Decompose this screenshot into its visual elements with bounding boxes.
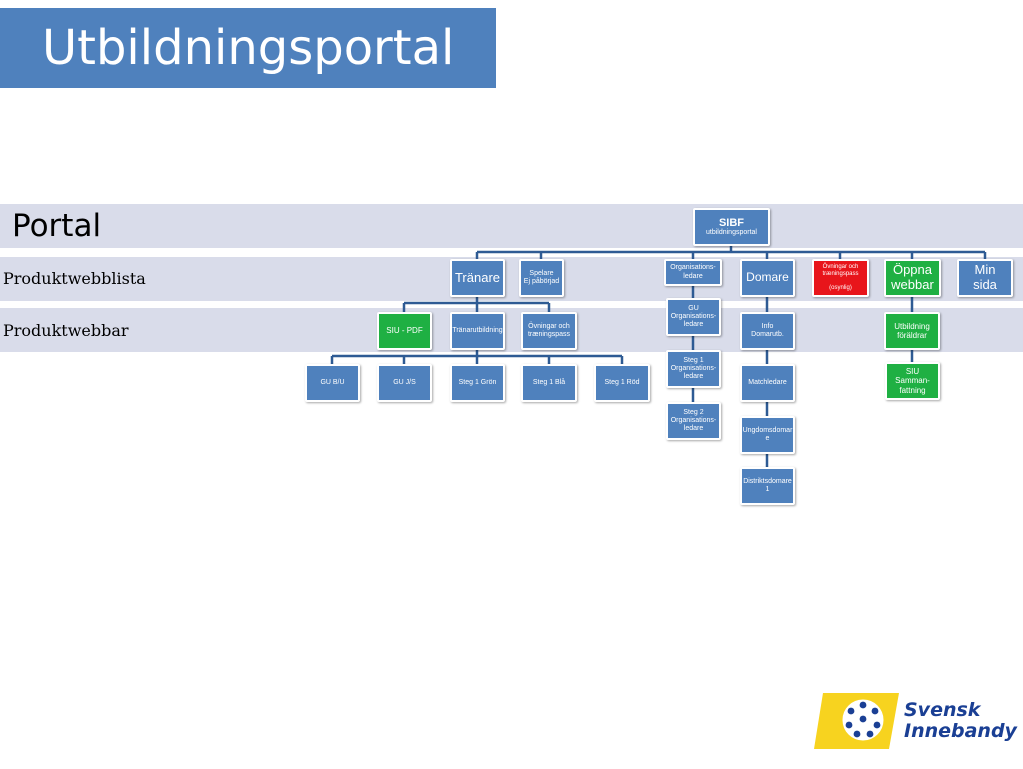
node-distriktsdomare: Distriktsdomare 1 [740, 467, 795, 505]
node-tranarutbildning: Tränarutbildning [450, 312, 505, 350]
band-label-produktwebbar: Produktwebbar [3, 321, 129, 340]
node-organisationsledare: Organisations- ledare [664, 259, 722, 286]
node-spelare: Spelare Ej påbörjad [519, 259, 564, 297]
node-steg1-gron: Steg 1 Grön [450, 364, 505, 402]
node-sibf-subtitle: utbildningsportal [706, 229, 757, 237]
node-steg1-rod: Steg 1 Röd [594, 364, 650, 402]
svensk-innebandy-logo-icon [814, 693, 899, 749]
node-gu-bu: GU B/U [305, 364, 360, 402]
node-gu-js: GU J/S [377, 364, 432, 402]
node-ungdomsdomare: Ungdomsdomar e [740, 416, 795, 454]
node-ovningar-osynlig: Övningar och træningspass (osynlig) [812, 259, 869, 297]
node-oppna-webbar: Öppna webbar [884, 259, 941, 297]
logo-line-svensk: Svensk [904, 699, 981, 721]
logo-text: Svensk Innebandy [904, 700, 1017, 742]
node-sibf: SIBF utbildningsportal [693, 208, 770, 246]
node-tranare: Tränare [450, 259, 505, 297]
node-gu-organisationsledare: GU Organisations- ledare [666, 298, 721, 336]
node-info-domarutb: Info Domarutb. [740, 312, 795, 350]
node-utbildning-foraldrar: Utbildning föräldrar [884, 312, 940, 350]
node-siu-pdf: SIU - PDF [377, 312, 432, 350]
node-siu-sammanfattning: SIU Samman- fattning [885, 362, 940, 400]
node-steg1-bla: Steg 1 Blå [521, 364, 577, 402]
page-title: Utbildningsportal [0, 8, 496, 88]
node-ovningar-traningspass: Övningar och træningspass [521, 312, 577, 350]
node-steg2-organisationsledare: Steg 2 Organisations- ledare [666, 402, 721, 440]
node-sibf-title: SIBF [718, 216, 745, 229]
band-produktwebbar [0, 308, 1023, 352]
logo-line-innebandy: Innebandy [904, 720, 1017, 742]
band-label-portal: Portal [12, 208, 102, 244]
node-min-sida: Min sida [957, 259, 1013, 297]
node-domare: Domare [740, 259, 795, 297]
band-label-produktwebblista: Produktwebblista [3, 269, 146, 288]
node-matchledare: Matchledare [740, 364, 795, 402]
band-portal [0, 204, 1023, 248]
node-steg1-organisationsledare: Steg 1 Organisations- ledare [666, 350, 721, 388]
